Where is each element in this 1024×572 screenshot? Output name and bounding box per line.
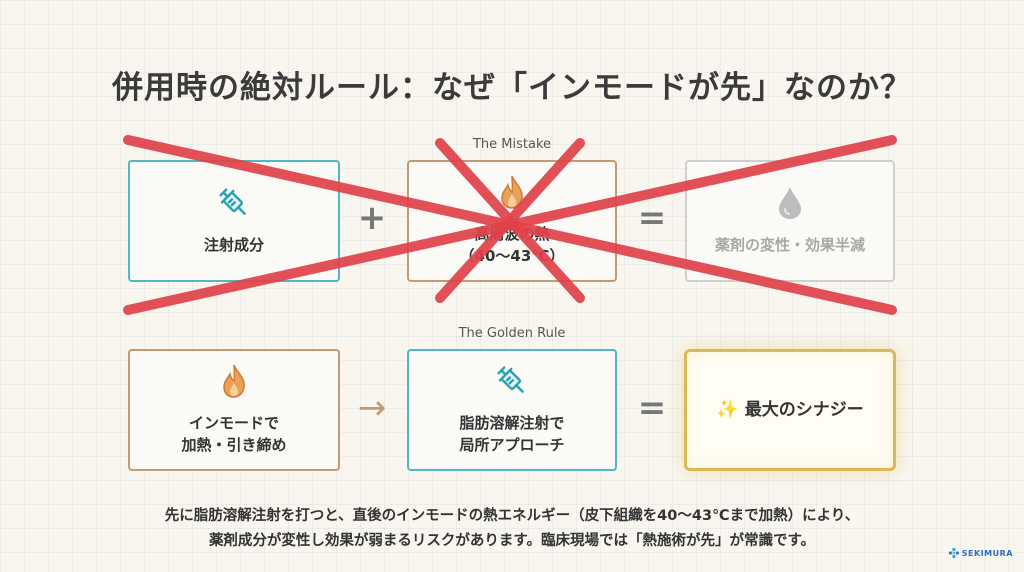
arrow-operator: → (357, 388, 387, 428)
golden-injection-box: 脂肪溶解注射で 局所アプローチ (407, 349, 617, 471)
brand-logo: SEKIMURA (949, 543, 1013, 563)
page-title: 併用時の絶対ルール：なぜ「インモードが先」なのか？ (112, 70, 912, 106)
equals-operator: = (637, 388, 667, 428)
equals-operator: = (637, 198, 667, 238)
mistake-label: The Mistake (472, 137, 552, 152)
golden-inmode-label-2: 加熱・引き締め (181, 436, 287, 454)
mistake-result-label: 薬剤の変性・効果半減 (714, 236, 865, 255)
syringe-icon (219, 188, 246, 215)
plus-operator: + (357, 198, 387, 238)
golden-inmode-box: インモードで 加熱・引き締め (128, 349, 340, 471)
footer-line-2: 薬剤成分が変性し効果が弱まるリスクがあります。臨床現場では「熱施術が先」が常識で… (208, 533, 816, 550)
syringe-icon (497, 366, 524, 394)
golden-result-box: ✨ 最大のシナジー (684, 349, 896, 471)
golden-injection-label-1: 脂肪溶解注射で (459, 414, 565, 433)
sparkles-icon: ✨ (716, 398, 739, 420)
logo-mark-icon (949, 548, 959, 558)
golden-inmode-label-1: インモードで (188, 414, 279, 433)
golden-injection-label-2: 局所アプローチ (459, 436, 565, 454)
cross-line-4 (435, 138, 585, 303)
drop-icon (779, 187, 801, 220)
flame-icon (501, 175, 523, 210)
flame-icon (223, 364, 245, 399)
golden-result-label: 最大のシナジー (744, 399, 864, 420)
footer-note: 先に脂肪溶解注射を打つと、直後のインモードの熱エネルギー（皮下組織を40〜43℃… (0, 504, 1024, 555)
golden-label: The Golden Rule (458, 326, 566, 341)
mistake-injection-label: 注射成分 (203, 236, 264, 255)
logo-text: SEKIMURA (961, 548, 1013, 558)
footer-line-1: 先に脂肪溶解注射を打つと、直後のインモードの熱エネルギー（皮下組織を40〜43℃… (164, 508, 860, 524)
